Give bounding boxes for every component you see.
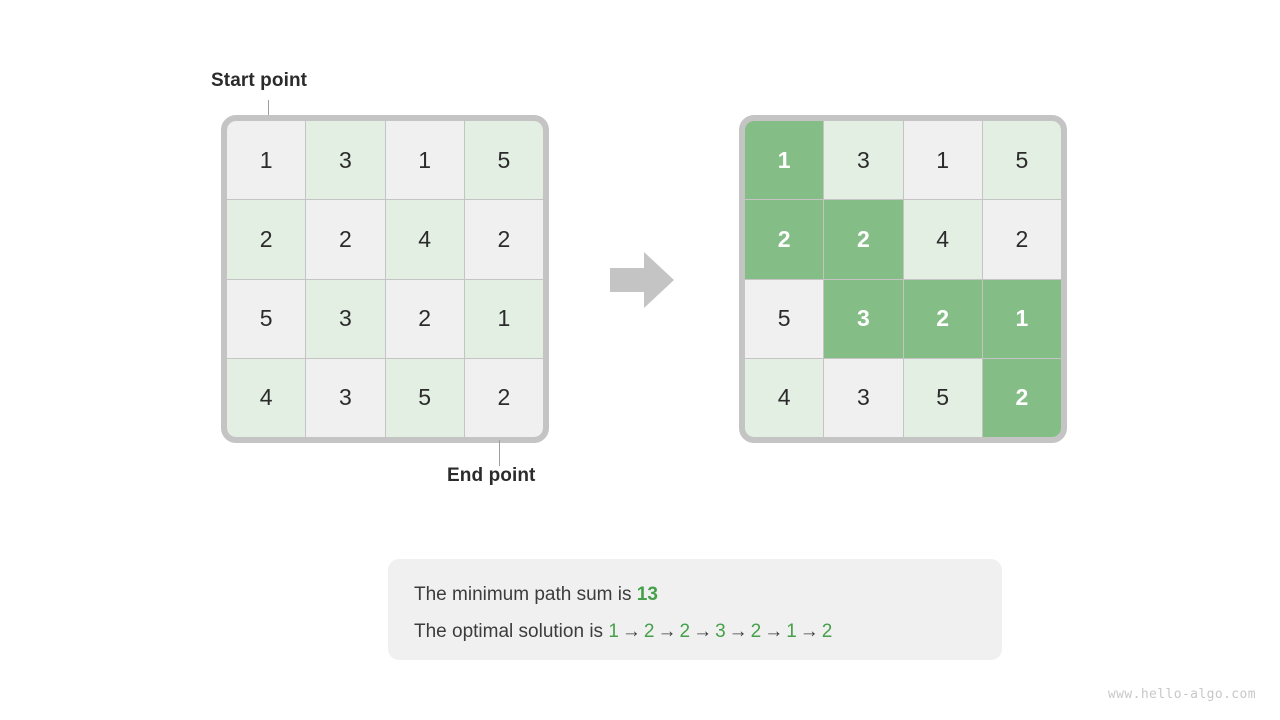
end-point-connector-line xyxy=(499,440,500,466)
grid-cell: 2 xyxy=(824,200,903,279)
grid-cell: 3 xyxy=(824,279,903,358)
grid-cell: 4 xyxy=(903,200,982,279)
path-arrow-icon: → xyxy=(657,621,677,642)
grid-cell: 1 xyxy=(903,121,982,200)
result-panel: The minimum path sum is 13 The optimal s… xyxy=(388,559,1002,660)
path-arrow-icon: → xyxy=(764,621,784,642)
path-arrow-icon: → xyxy=(621,621,641,642)
watermark: www.hello-algo.com xyxy=(1107,687,1256,702)
grid-cell: 5 xyxy=(464,121,543,200)
grid-cell: 5 xyxy=(745,279,824,358)
grid-cell: 3 xyxy=(306,358,385,437)
grid-cell: 3 xyxy=(824,358,903,437)
grid-cell: 2 xyxy=(227,200,306,279)
grid-cell: 2 xyxy=(982,358,1061,437)
grid-cell: 2 xyxy=(982,200,1061,279)
path-step-value: 2 xyxy=(750,621,762,642)
optimal-solution-sequence: 1→2→2→3→2→1→2 xyxy=(608,621,832,642)
path-step-value: 1 xyxy=(786,621,797,642)
path-arrow-icon: → xyxy=(693,621,713,642)
minimum-path-sum-prefix: The minimum path sum is xyxy=(414,584,632,605)
grid-cell: 5 xyxy=(385,358,464,437)
grid-cell: 1 xyxy=(385,121,464,200)
grid-cell: 4 xyxy=(385,200,464,279)
grid-cell: 3 xyxy=(306,121,385,200)
minimum-path-sum-value: 13 xyxy=(636,584,658,605)
grid-cell: 2 xyxy=(745,200,824,279)
grid-cell: 2 xyxy=(306,200,385,279)
optimal-solution-line: The optimal solution is 1→2→2→3→2→1→2 xyxy=(414,613,976,650)
grid-cell: 2 xyxy=(464,358,543,437)
grid-cell: 3 xyxy=(306,279,385,358)
arrow-right-icon xyxy=(610,252,674,308)
grid-cell: 2 xyxy=(385,279,464,358)
end-point-label: End point xyxy=(447,465,536,486)
grid-cell: 1 xyxy=(745,121,824,200)
grid-cell: 1 xyxy=(464,279,543,358)
path-step-value: 1 xyxy=(608,621,619,642)
grid-cell: 1 xyxy=(982,279,1061,358)
path-step-value: 2 xyxy=(643,621,655,642)
grid-cell: 3 xyxy=(824,121,903,200)
minimum-path-sum-line: The minimum path sum is 13 xyxy=(414,576,976,613)
grid-cell: 2 xyxy=(464,200,543,279)
grid-cell: 2 xyxy=(903,279,982,358)
grid-cell: 1 xyxy=(227,121,306,200)
path-step-value: 2 xyxy=(679,621,691,642)
grid-cell: 5 xyxy=(982,121,1061,200)
optimal-solution-prefix: The optimal solution is xyxy=(414,621,604,642)
path-arrow-icon: → xyxy=(799,621,819,642)
start-point-label: Start point xyxy=(211,70,308,91)
path-step-value: 3 xyxy=(715,621,726,642)
path-step-value: 2 xyxy=(821,621,833,642)
grid-cell: 5 xyxy=(903,358,982,437)
grid-cell: 4 xyxy=(227,358,306,437)
path-arrow-icon: → xyxy=(728,621,748,642)
grid-cell: 4 xyxy=(745,358,824,437)
grid-cell: 5 xyxy=(227,279,306,358)
